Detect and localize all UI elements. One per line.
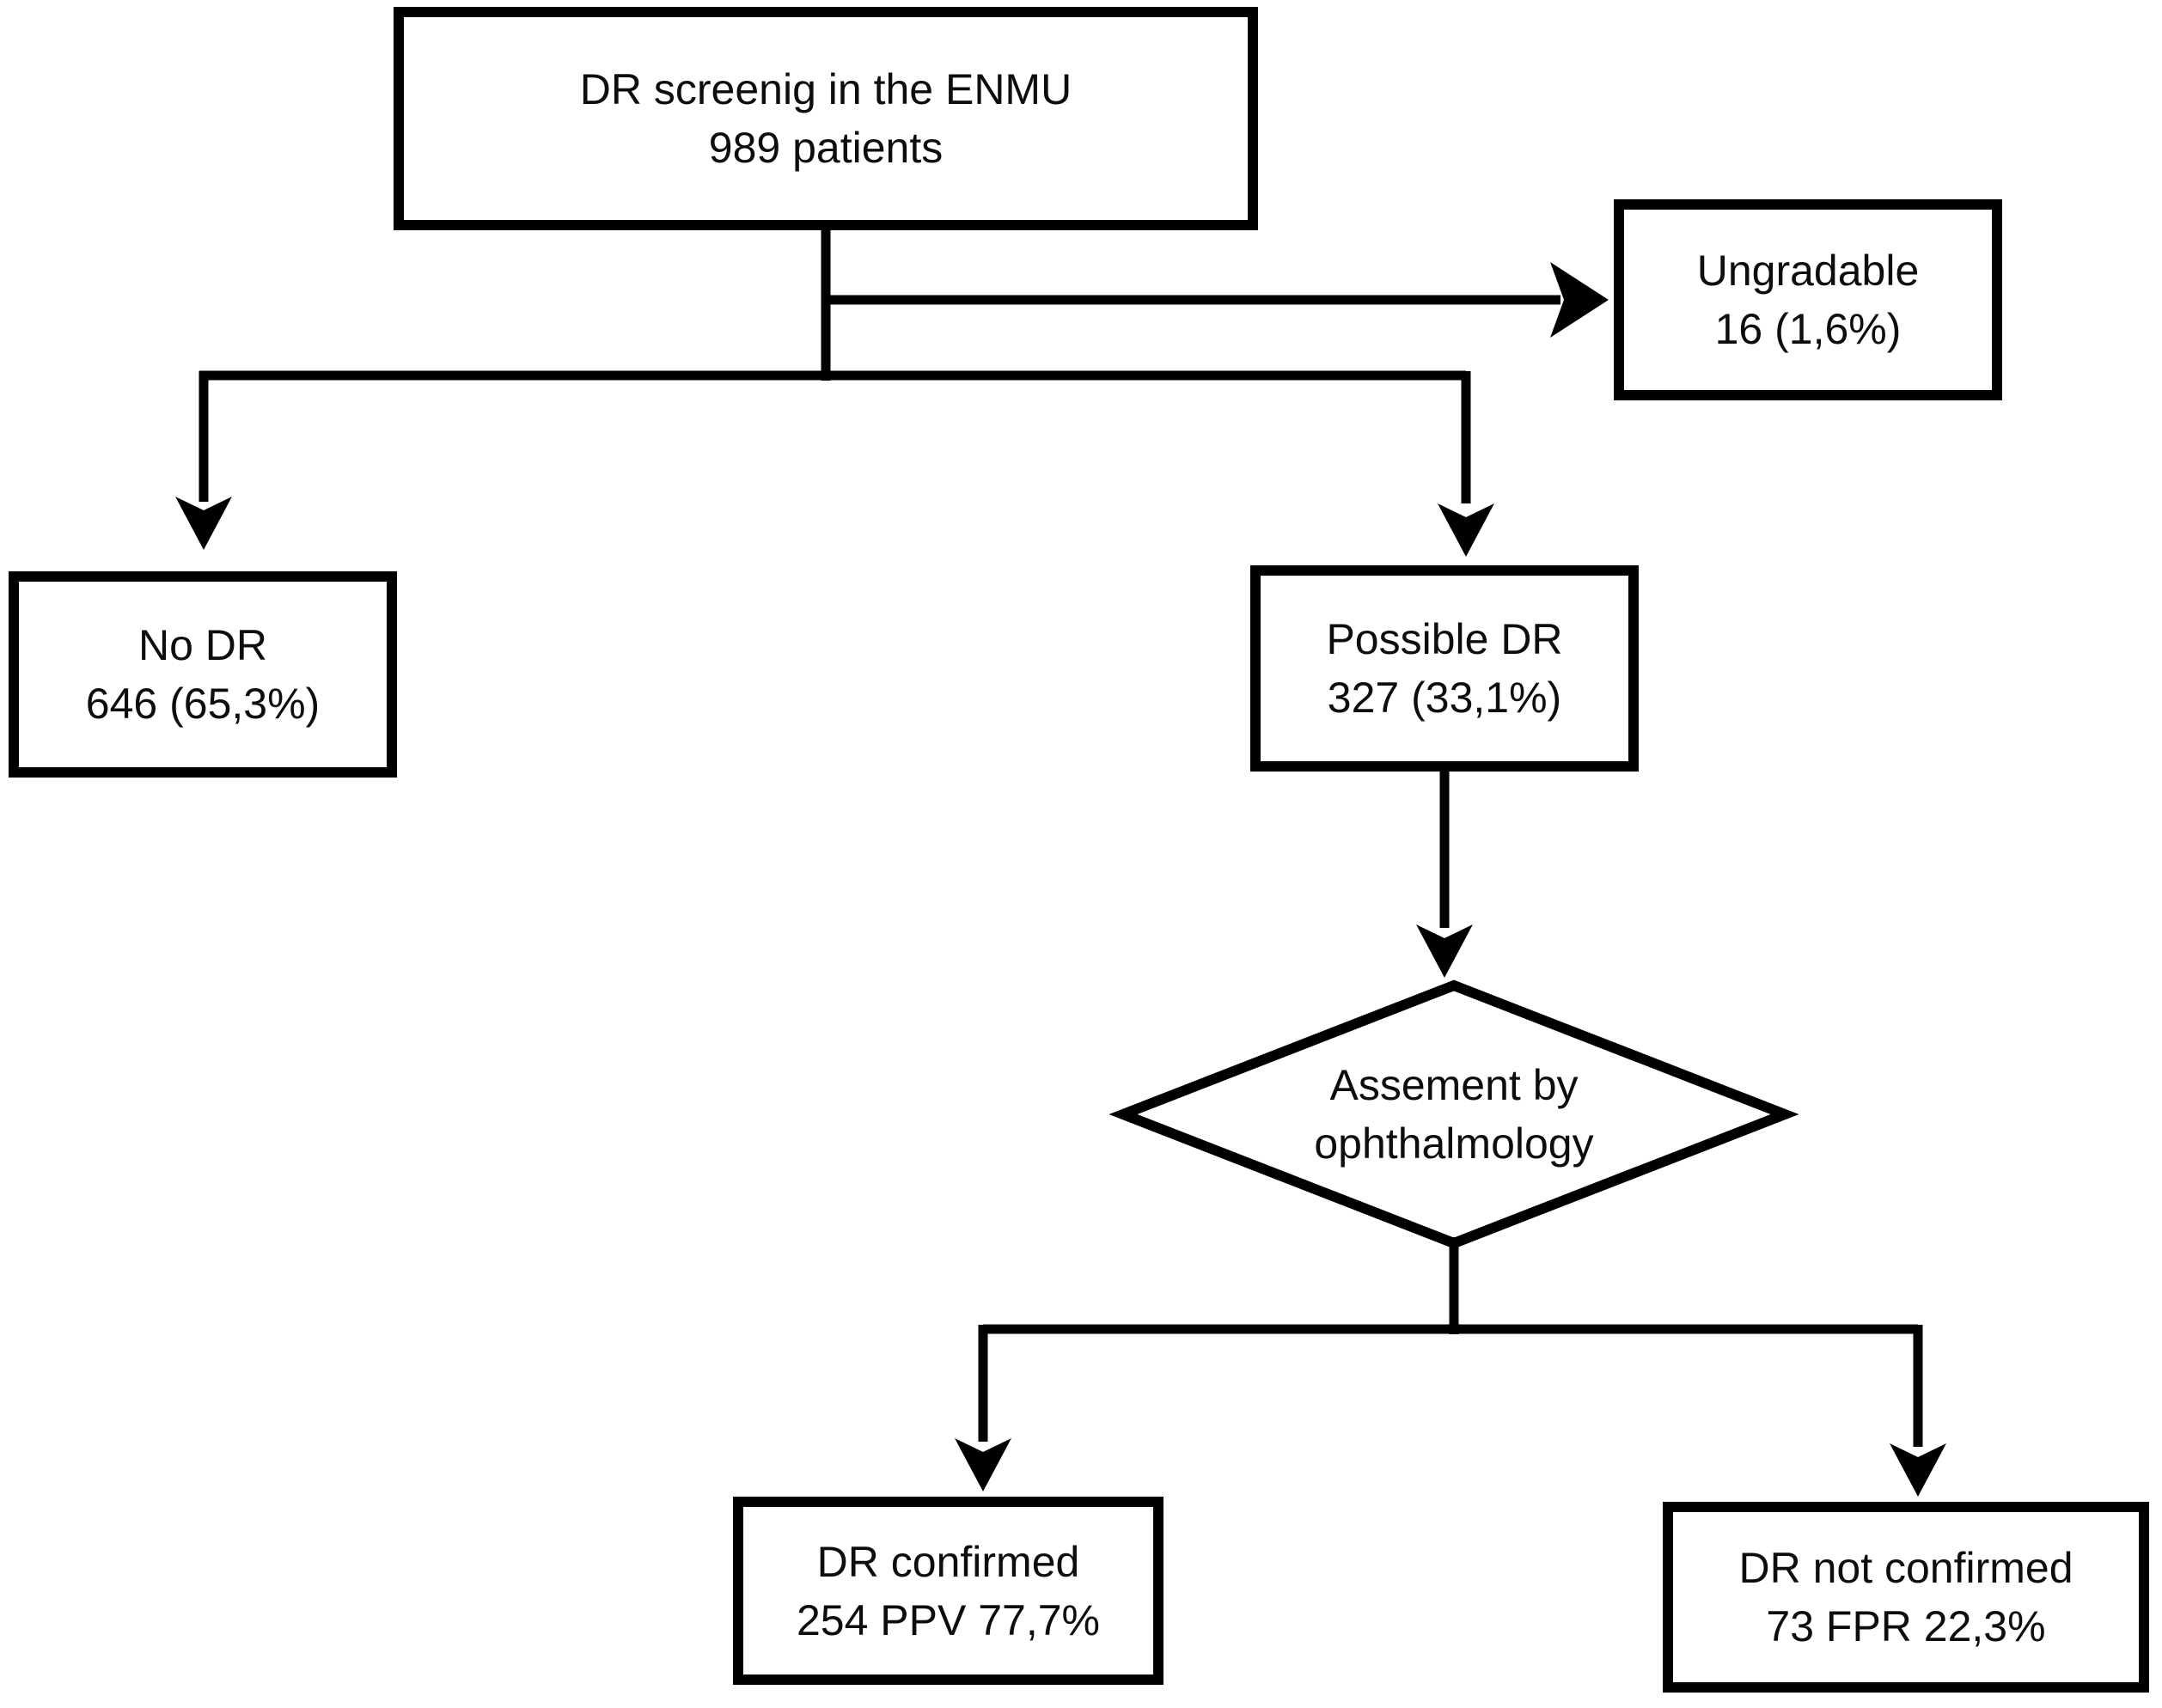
node-ungradable-count: 16 (1,6%) (1714, 305, 1902, 353)
arrowhead-possible-dr (1438, 503, 1494, 557)
node-dr-not-confirmed: DR not confirmed 73 FPR 22,3% (1663, 1502, 2149, 1693)
arrowhead-dr-not-confirmed (1890, 1443, 1946, 1497)
node-screening: DR screenig in the ENMU 989 patients (394, 7, 1258, 230)
node-no-dr-count: 646 (65,3%) (85, 680, 321, 728)
node-no-dr-title: No DR (137, 621, 268, 669)
node-assessment: Assement by ophthalmology (1196, 1041, 1712, 1187)
arrowhead-ungradable (1550, 262, 1609, 338)
arrowhead-dr-confirmed (955, 1438, 1011, 1491)
node-assessment-line1: Assement by (1329, 1061, 1579, 1109)
node-screening-count: 989 patients (708, 124, 944, 172)
node-ungradable: Ungradable 16 (1,6%) (1614, 199, 2002, 400)
node-ungradable-title: Ungradable (1696, 247, 1920, 295)
arrowhead-assessment (1416, 924, 1473, 978)
node-screening-title: DR screenig in the ENMU (579, 65, 1072, 113)
node-no-dr: No DR 646 (65,3%) (9, 571, 397, 778)
node-dr-not-confirmed-title: DR not confirmed (1738, 1544, 2073, 1592)
node-dr-not-confirmed-count: 73 FPR 22,3% (1766, 1602, 2046, 1650)
node-dr-confirmed-count: 254 PPV 77,7% (796, 1595, 1101, 1644)
node-possible-dr-count: 327 (33,1%) (1327, 674, 1562, 722)
node-possible-dr-title: Possible DR (1326, 615, 1563, 663)
node-possible-dr: Possible DR 327 (33,1%) (1250, 565, 1639, 772)
node-dr-confirmed-title: DR confirmed (816, 1537, 1080, 1586)
arrowhead-no-dr (175, 497, 232, 550)
node-assessment-line2: ophthalmology (1314, 1119, 1594, 1168)
node-dr-confirmed: DR confirmed 254 PPV 77,7% (733, 1497, 1163, 1685)
